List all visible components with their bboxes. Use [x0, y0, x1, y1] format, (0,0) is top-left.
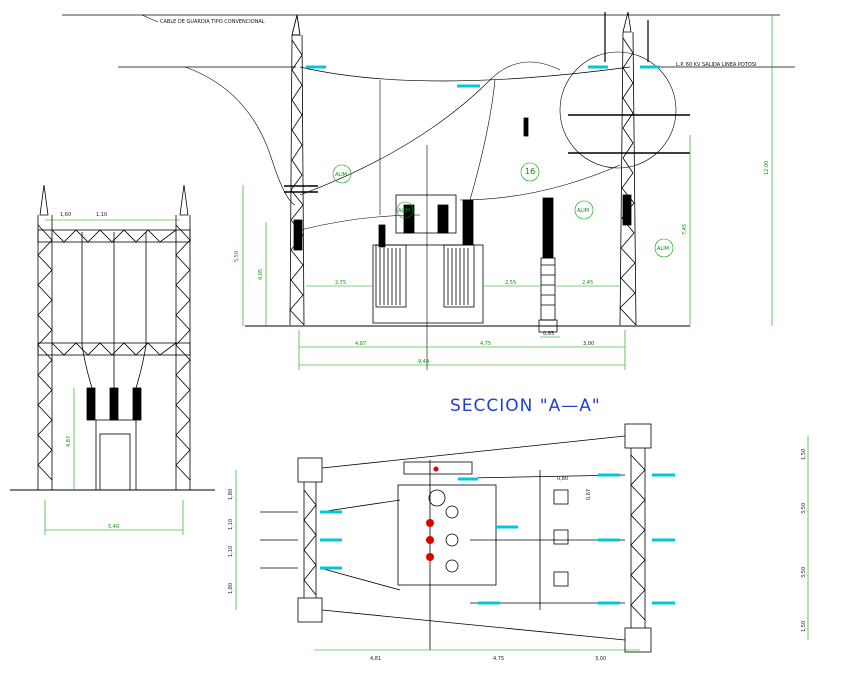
dim-plan-r4: 1,50 — [801, 621, 807, 632]
dim-h-right-total: 12,00 — [764, 161, 770, 175]
dim-plan-s2: 0,67 — [586, 489, 592, 500]
dim-gap3: 2,45 — [582, 280, 593, 286]
tag-d: ALIM — [398, 208, 410, 214]
plan-texts: 1,80 1,10 1,10 1,80 1,50 3,50 3,50 1,50 … — [228, 449, 807, 662]
right-tower — [559, 11, 690, 326]
dim-side-top1: 1,60 — [60, 212, 71, 218]
power-transformer — [372, 145, 484, 370]
dim-plan-r3: 3,50 — [801, 567, 807, 578]
dim-bot2: 4,75 — [480, 341, 491, 347]
dim-gap1: 2,75 — [335, 280, 346, 286]
plan-view — [260, 423, 652, 653]
dim-plan-l2: 1,10 — [228, 519, 234, 530]
side-view — [10, 184, 215, 535]
dim-plan-l4: 1,80 — [228, 583, 234, 594]
dim-bot-small: 0,85 — [543, 331, 554, 337]
dim-bot3: 3,00 — [583, 341, 594, 347]
ground-wire-note: CABLE DE GUARDIA TIPO CONVENCIONAL — [160, 19, 265, 25]
tag-c: ALIM — [657, 246, 669, 252]
dim-plan-r1: 1,50 — [801, 449, 807, 460]
dim-plan-s1: 0,80 — [557, 476, 568, 482]
equipment-tags — [332, 162, 674, 258]
plan-insulators — [320, 473, 675, 605]
section-title: SECCION "A—A" — [450, 396, 601, 416]
side-view-texts: 1,60 1,10 4,87 5,40 — [60, 212, 119, 530]
plan-red-devices — [426, 466, 439, 561]
dim-plan-b2: 4,75 — [493, 656, 504, 662]
insulator-strings — [306, 65, 660, 88]
dim-side-top2: 1,10 — [96, 212, 107, 218]
dim-plan-b1: 4,81 — [370, 656, 381, 662]
dim-plan-l1: 1,80 — [228, 489, 234, 500]
elevation-texts: CABLE DE GUARDIA TIPO CONVENCIONAL L.P. … — [160, 19, 770, 365]
circuit-breaker — [538, 197, 558, 333]
dim-h-right2: 7,45 — [682, 224, 688, 235]
dim-plan-b3: 3,00 — [595, 656, 606, 662]
line-note: L.P. 60 KV SALIDA LINEA POTOSI — [676, 62, 757, 68]
dim-h-left1: 5,50 — [234, 251, 240, 262]
dim-plan-r2: 3,50 — [801, 503, 807, 514]
dim-h-left2: 4,05 — [258, 269, 264, 280]
dim-plan-l3: 1,10 — [228, 546, 234, 557]
dim-bot-total: 9,49 — [418, 359, 429, 365]
dim-side-base: 5,40 — [108, 524, 119, 530]
callout-16: 16 — [525, 167, 535, 176]
tag-b: ALIM — [577, 208, 589, 214]
tag-a: ALIM — [335, 172, 347, 178]
left-tower — [284, 14, 318, 326]
plan-dim-lines — [235, 436, 809, 651]
dim-gap2: 2,55 — [505, 280, 516, 286]
elevation-view — [62, 11, 795, 370]
dim-side-height: 4,87 — [66, 436, 72, 447]
dim-bot1: 4,87 — [355, 341, 366, 347]
